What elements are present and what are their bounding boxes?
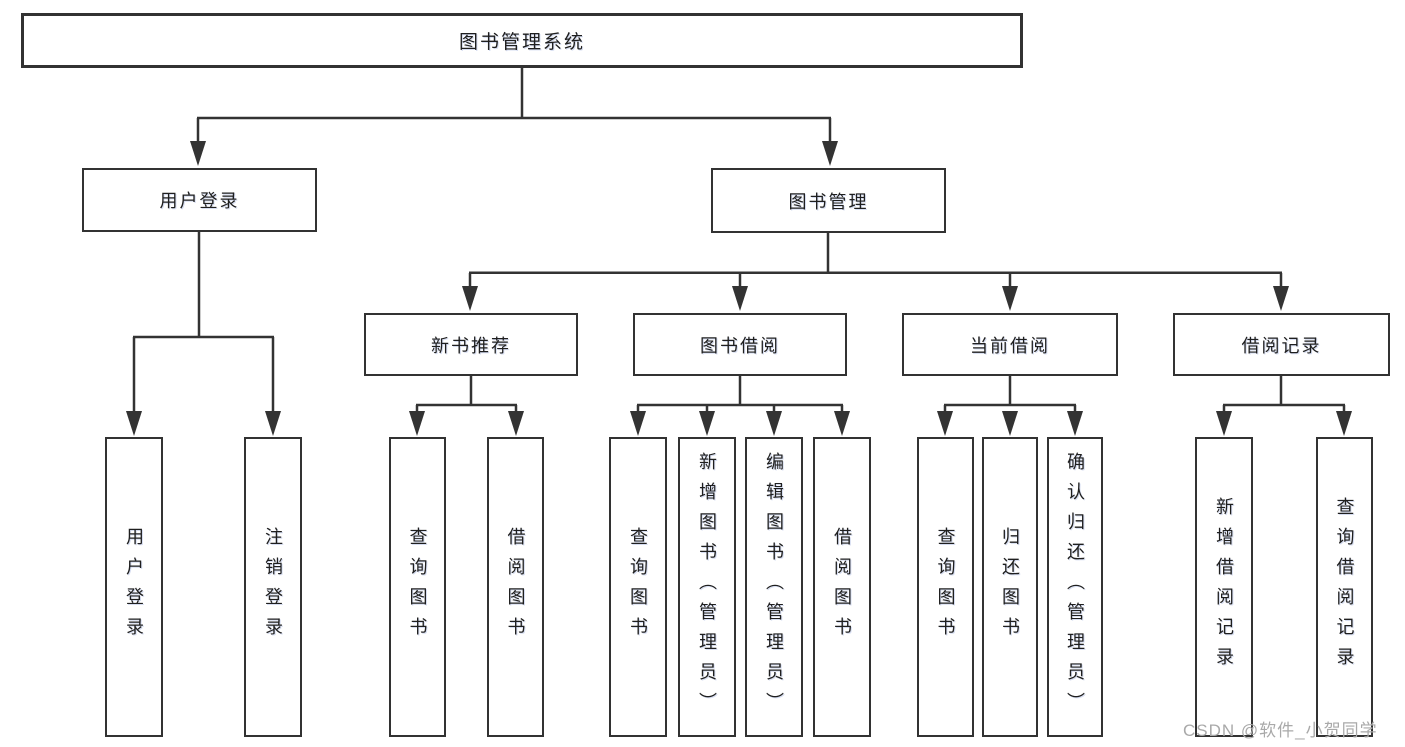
- node-book-management: 图书管理: [711, 168, 946, 233]
- leaf-return-books: 归还图书: [982, 437, 1038, 737]
- node-book-management-label: 图书管理: [788, 191, 869, 212]
- node-root-label: 图书管理系统: [458, 32, 585, 53]
- leaf-query-books-borrow: 查询图书: [609, 437, 667, 737]
- csdn-watermark: CSDN @软件_小贺同学: [1183, 721, 1378, 740]
- leaf-query-books-recommend: 查询图书: [389, 437, 446, 737]
- node-book-borrow: 图书借阅: [633, 313, 847, 376]
- leaf-add-borrow-record-label: 新增借阅记录: [1214, 497, 1234, 677]
- arrowheads: [126, 141, 1352, 436]
- leaf-confirm-return-admin-label: 确认归还（管理员）: [1065, 452, 1085, 722]
- node-current-borrow-label: 当前借阅: [970, 335, 1050, 356]
- node-book-borrow-label: 图书借阅: [700, 335, 780, 356]
- leaf-query-borrow-record-label: 查询借阅记录: [1334, 497, 1355, 677]
- node-current-borrow: 当前借阅: [902, 313, 1118, 376]
- leaf-confirm-return-admin: 确认归还（管理员）: [1047, 437, 1103, 737]
- leaf-add-books-admin-label: 新增图书（管理员）: [697, 452, 717, 722]
- leaf-query-books-recommend-label: 查询图书: [407, 527, 428, 647]
- leaf-borrow-books-label: 借阅图书: [832, 527, 852, 647]
- leaf-edit-books-admin-label: 编辑图书（管理员）: [764, 452, 784, 722]
- leaf-query-books-current: 查询图书: [917, 437, 974, 737]
- leaf-borrow-books-recommend: 借阅图书: [487, 437, 544, 737]
- leaf-user-login-label: 用户登录: [124, 527, 144, 647]
- leaf-query-borrow-record: 查询借阅记录: [1316, 437, 1373, 737]
- leaf-add-borrow-record: 新增借阅记录: [1195, 437, 1253, 737]
- node-new-book-recommend-label: 新书推荐: [431, 335, 511, 356]
- leaf-add-books-admin: 新增图书（管理员）: [678, 437, 736, 737]
- node-borrow-records-label: 借阅记录: [1241, 335, 1322, 356]
- leaf-user-login: 用户登录: [105, 437, 163, 737]
- node-user-login-label: 用户登录: [159, 191, 240, 211]
- leaf-logout: 注销登录: [244, 437, 302, 737]
- leaf-logout-label: 注销登录: [263, 527, 283, 647]
- node-new-book-recommend: 新书推荐: [364, 313, 578, 376]
- leaf-edit-books-admin: 编辑图书（管理员）: [745, 437, 803, 737]
- node-borrow-records: 借阅记录: [1173, 313, 1390, 376]
- leaf-query-books-borrow-label: 查询图书: [628, 527, 648, 647]
- leaf-query-books-current-label: 查询图书: [935, 527, 956, 647]
- leaf-borrow-books: 借阅图书: [813, 437, 871, 737]
- node-root: 图书管理系统: [21, 13, 1023, 68]
- leaf-return-books-label: 归还图书: [1000, 527, 1020, 647]
- node-user-login: 用户登录: [82, 168, 317, 232]
- leaf-borrow-books-recommend-label: 借阅图书: [505, 527, 526, 647]
